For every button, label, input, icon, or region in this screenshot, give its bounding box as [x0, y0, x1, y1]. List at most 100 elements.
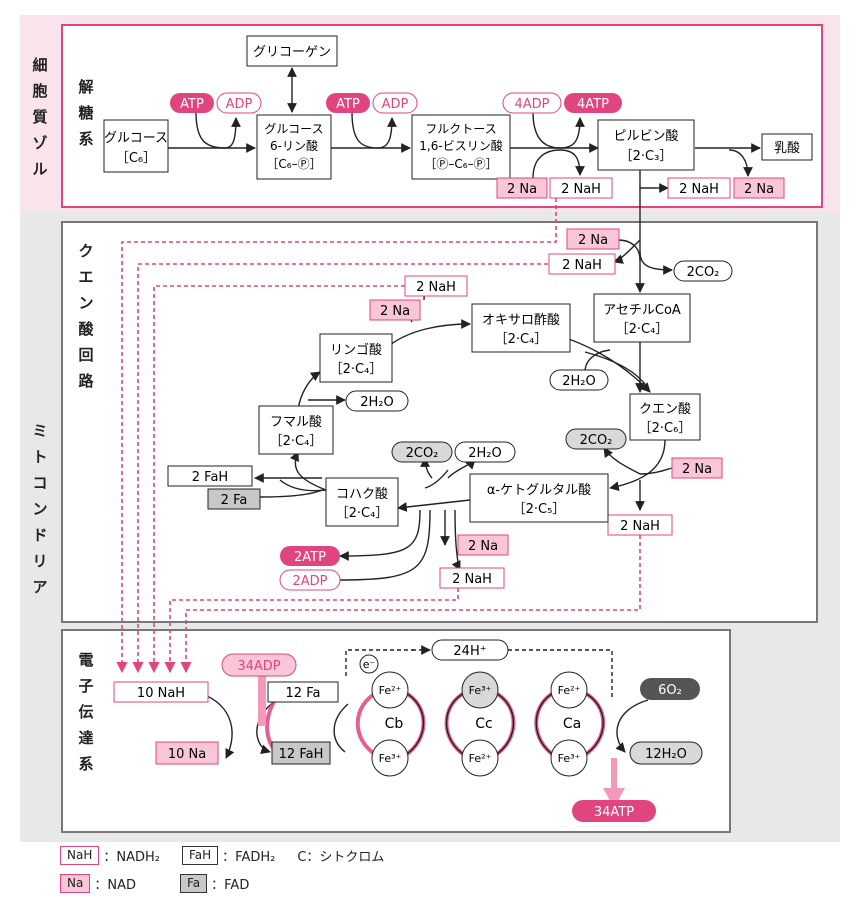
pyruvate-box: ピルビン酸 ［2·C₃］	[597, 119, 695, 171]
malate-line1: リンゴ酸	[330, 342, 382, 358]
acetyl-line1: アセチルCoA	[603, 303, 681, 318]
nah-box-oxalo	[404, 275, 468, 297]
legend-fa-box: Fa	[179, 874, 208, 893]
co2-pill-top	[673, 260, 733, 282]
g6p-line2: 6-リン酸	[270, 138, 318, 153]
g6p-line3: ［C₆–Ⓟ］	[266, 157, 321, 171]
label-glycolysis: 解糖系	[78, 78, 93, 148]
label-etc: 電子伝達系	[78, 651, 93, 773]
adp-label-2: ADP	[382, 97, 409, 112]
pyruvate-line1: ピルビン酸	[613, 129, 678, 144]
atp-label-2: ATP	[336, 97, 360, 112]
cb-fe2-label: Fe²⁺	[379, 684, 402, 697]
cc-fe2-label: Fe²⁺	[469, 752, 492, 765]
legend-na-box: Na	[60, 874, 91, 893]
legend-nah-box: NaH	[60, 846, 100, 865]
fumarate-line1: フマル酸	[270, 415, 322, 430]
nah-label-citric-top: 2 NaH	[562, 258, 602, 273]
fah12-label: 12 FaH	[279, 747, 324, 762]
fumarate-box: フマル酸 ［2·C₄］	[258, 405, 334, 455]
oxaloacetate-box: オキサロ酢酸 ［2·C₄］	[471, 303, 571, 353]
cb-fe2	[371, 671, 409, 709]
co2-pill-citrate	[565, 428, 627, 450]
legend-fa-desc: ：FAD	[211, 878, 250, 893]
glucose-name: グルコース	[104, 131, 168, 146]
electron-circle	[359, 654, 379, 674]
adp4-pill	[502, 92, 562, 114]
oxalo-line1: オキサロ酢酸	[482, 313, 560, 328]
na-label-glyco-right: 2 Na	[744, 182, 774, 197]
alpha-kg-box: α-ケトグルタル酸 ［2·C₅］	[469, 473, 609, 523]
fah-label-succ: 2 FaH	[192, 470, 228, 485]
h2o-label-succ: 2H₂O	[468, 446, 502, 461]
nah-label-glyco-left: 2 NaH	[561, 182, 601, 197]
o2-pill	[640, 678, 700, 700]
nah-box-glyco-right	[667, 177, 731, 199]
atp34-pill	[572, 800, 656, 822]
glycogen-box: グリコーゲン	[246, 35, 338, 67]
oxalo-line2: ［2·C₄］	[495, 332, 548, 347]
nah-label-succ: 2 NaH	[452, 572, 492, 587]
g6p-line1: グルコース	[264, 122, 323, 136]
kg-line2: ［2·C₅］	[513, 502, 566, 517]
h2o-pill-malate	[345, 390, 409, 412]
ca-fe3	[550, 739, 588, 777]
ca-fe2	[550, 671, 588, 709]
h2o-label-malate: 2H₂O	[360, 395, 394, 410]
cb-fe3-label: Fe³⁺	[379, 752, 402, 765]
legend-c-desc: C：シトクロム	[297, 850, 385, 865]
f16bp-box: フルクトース 1,6-ビスリン酸 ［Ⓟ–C₆–Ⓟ］	[411, 114, 511, 180]
adp34-arrow-shaft	[258, 676, 266, 726]
succinate-box: コハク酸 ［2·C₄］	[325, 477, 399, 527]
o2-label: 6O₂	[658, 683, 682, 698]
pyruvate-line2: ［2·C₃］	[620, 149, 673, 164]
na-box-oxalo	[369, 299, 421, 321]
malate-box: リンゴ酸 ［2·C₄］	[319, 333, 393, 383]
cc-fe3	[461, 671, 499, 709]
legend-fah-box: FaH	[181, 846, 219, 865]
na-box-citric-top	[566, 228, 620, 250]
na-box-succ	[457, 534, 509, 556]
fumarate-line2: ［2·C₄］	[270, 434, 323, 449]
g6p-box: グルコース 6-リン酸 ［C₆–Ⓟ］	[256, 114, 332, 180]
fa-label-succ: 2 Fa	[221, 493, 248, 508]
cc-fe2	[461, 739, 499, 777]
glucose-box: グルコース ［C₆］	[103, 119, 169, 173]
fah-box-succ	[167, 465, 253, 487]
adp-pill-1	[216, 92, 262, 114]
fa12-label: 12 Fa	[286, 686, 321, 701]
na-label-oxalo: 2 Na	[380, 304, 410, 319]
nah-box-citric-top	[548, 253, 616, 275]
cb-fe3	[371, 739, 409, 777]
na-box-kg	[671, 457, 723, 479]
f16bp-line2: 1,6-ビスリン酸	[419, 138, 502, 153]
succ-line2: ［2·C₄］	[336, 506, 389, 521]
na-box-glyco-right	[733, 177, 785, 199]
lactate-box: 乳酸	[761, 133, 813, 161]
atp-label-1: ATP	[180, 97, 204, 112]
ca-fe3-label: Fe³⁺	[558, 752, 581, 765]
co2-label-succ: 2CO₂	[406, 446, 439, 461]
legend-fah-desc: ：FADH₂	[222, 850, 276, 865]
citrate-line2: ［2·C₆］	[639, 421, 692, 436]
na-label-succ: 2 Na	[468, 539, 498, 554]
malate-line2: ［2·C₄］	[330, 362, 383, 377]
nah-label-oxalo: 2 NaH	[416, 280, 456, 295]
cb-label: Cb	[385, 716, 404, 732]
nah-label-glyco-right: 2 NaH	[679, 182, 719, 197]
atp2-label: 2ATP	[294, 550, 326, 565]
na-label-kg: 2 Na	[682, 462, 712, 477]
nah-box-glyco-left	[549, 177, 613, 199]
fa12-box	[267, 681, 339, 703]
nah-box-kg	[607, 514, 673, 536]
na10-label: 10 Na	[168, 747, 206, 762]
label-mitochondria: ミトコンドリア	[32, 422, 47, 596]
acetyl-line2: ［2·C₄］	[616, 322, 669, 337]
legend-row-1: NaH ：NADH₂ FaH ：FADH₂ C：シトクロム	[60, 846, 406, 865]
adp4-label: 4ADP	[514, 97, 549, 112]
adp34-pill	[221, 653, 297, 677]
legend-nah-desc: ：NADH₂	[103, 850, 160, 865]
lactate-label: 乳酸	[774, 141, 800, 156]
h2o-pill-citrate	[549, 369, 609, 391]
co2-pill-succ	[391, 441, 453, 463]
